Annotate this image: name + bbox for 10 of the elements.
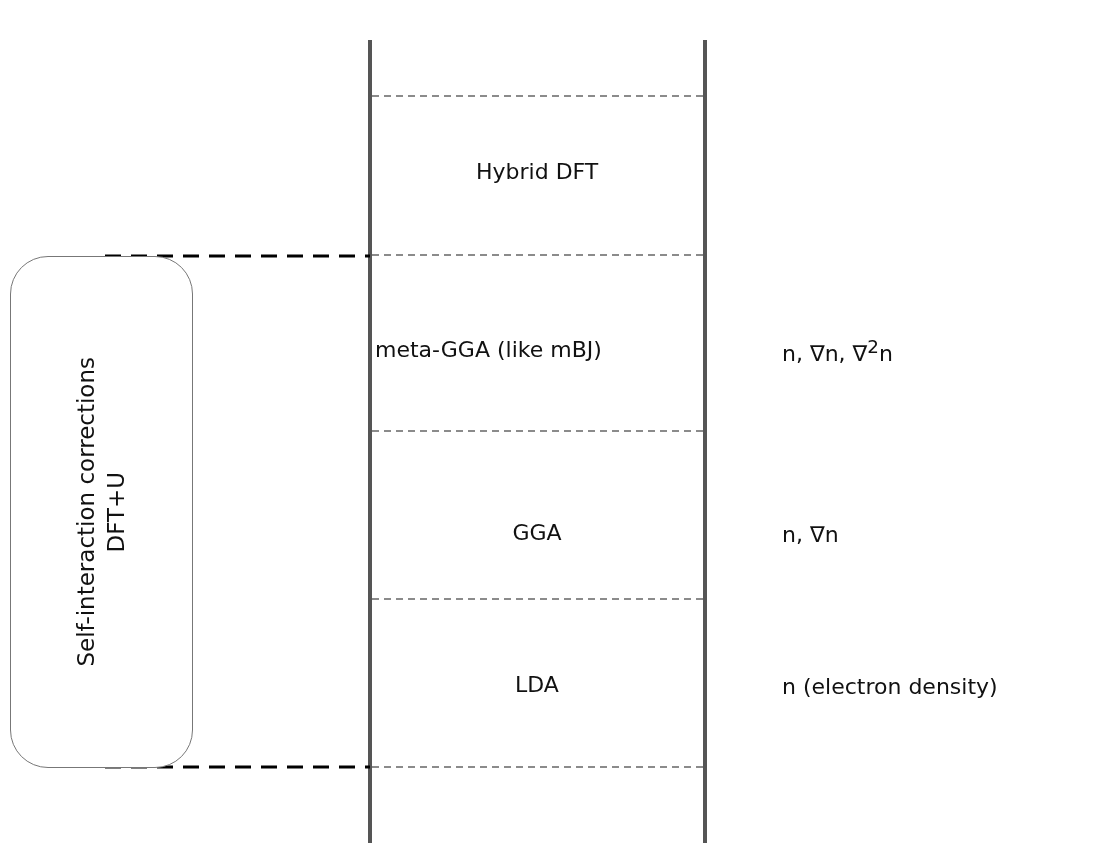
rung-label: meta-GGA (like mBJ)	[375, 337, 602, 364]
rounded-box	[10, 256, 193, 768]
box-text: DFT+U	[101, 471, 130, 553]
rung-label: GGA	[512, 520, 562, 547]
box-heading: Self-interaction corrections	[71, 357, 100, 667]
rung-label: Hybrid DFT	[476, 159, 599, 186]
rung-label: LDA	[515, 672, 559, 699]
variable-label: n (electron density)	[782, 674, 998, 701]
variable-label: n, ∇n, ∇$^{2}$n	[782, 336, 893, 368]
variable-label: n, ∇n	[782, 522, 839, 549]
